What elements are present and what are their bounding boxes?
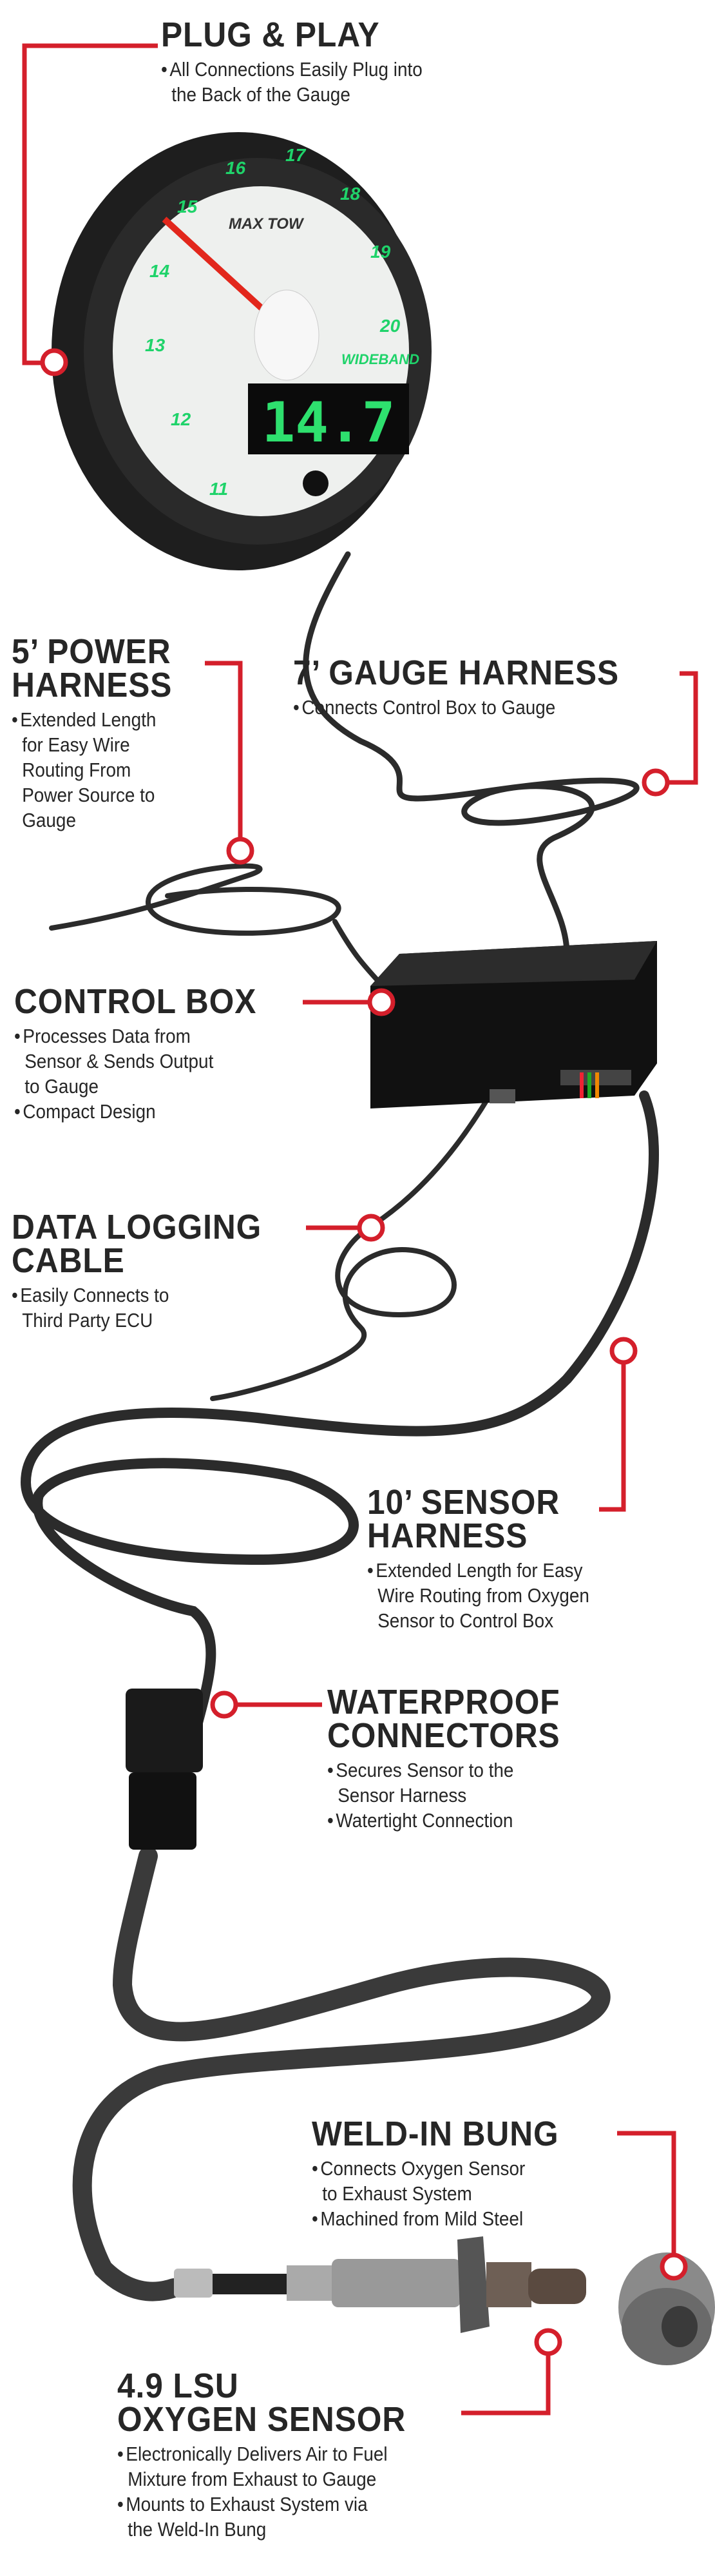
- callout-title: CONTROL BOX: [14, 982, 257, 1021]
- scale-17: 17: [285, 145, 307, 165]
- callout-title: DATA LOGGING CABLE: [12, 1208, 262, 1280]
- callout-marker-gauge-harness: [642, 768, 670, 797]
- scale-12: 12: [171, 409, 191, 429]
- callout-plug-play: PLUG & PLAY All Connections Easily Plug …: [161, 15, 452, 107]
- display-value: 14.7: [262, 391, 395, 455]
- callout-o2-sensor: 4.9 LSU OXYGEN SENSOR Electronically Del…: [117, 2367, 431, 2542]
- digital-display: [248, 383, 409, 454]
- scale-20: 20: [379, 316, 401, 336]
- callout-marker-power: [226, 837, 254, 865]
- callout-power-harness: 5’ POWER HARNESS Extended Length for Eas…: [12, 632, 186, 833]
- callout-bullet: Electronically Delivers Air to Fuel Mixt…: [117, 2441, 399, 2492]
- waterproof-connector-image: [126, 1689, 203, 1850]
- callout-lines: [22, 43, 698, 2416]
- callout-bullet: All Connections Easily Plug into the Bac…: [161, 57, 422, 107]
- cables: [20, 551, 659, 2301]
- callout-title: 5’ POWER HARNESS: [12, 632, 173, 704]
- callout-title: WATERPROOF CONNECTORS: [327, 1683, 560, 1755]
- scale-13: 13: [145, 335, 166, 355]
- scale-14: 14: [149, 261, 170, 281]
- callout-data-logging: DATA LOGGING CABLE Easily Connects to Th…: [12, 1210, 283, 1333]
- gauge-harness-cable: [303, 551, 640, 957]
- callout-weld-bung: WELD-IN BUNG Connects Oxygen Sensor to E…: [312, 2115, 580, 2231]
- wideband-gauge: 11 12 13 14 15 16 17 18 19 20 WIDEBAND M…: [52, 132, 432, 570]
- needle-cap: [254, 289, 319, 381]
- callout-bullet: Secures Sensor to the Sensor Harness: [327, 1758, 555, 1808]
- oxygen-sensor-image: [174, 2236, 586, 2333]
- callout-waterproof: WATERPROOF CONNECTORS Secures Sensor to …: [327, 1685, 580, 1833]
- callout-title: 7’ GAUGE HARNESS: [293, 654, 620, 692]
- callout-control-box: CONTROL BOX Processes Data from Sensor &…: [14, 982, 278, 1124]
- scale-18: 18: [340, 184, 361, 204]
- scale-15: 15: [177, 197, 198, 217]
- sensor-harness-cable: [20, 1090, 659, 1745]
- data-logging-cable: [210, 1093, 492, 1401]
- gauge-needle: [162, 217, 280, 325]
- callout-title: 10’ SENSOR HARNESS: [367, 1483, 560, 1555]
- callout-marker-control-box: [367, 988, 396, 1016]
- gauge-button: [303, 470, 329, 496]
- callout-marker-data-logging: [357, 1214, 385, 1242]
- sensor-cable: [72, 1846, 611, 2301]
- callout-bullet: Connects Oxygen Sensor to Exhaust System: [312, 2156, 553, 2206]
- callout-bullet: Watertight Connection: [327, 1808, 555, 1833]
- control-box-image: [370, 941, 657, 1109]
- callout-marker-plug: [40, 348, 68, 376]
- callout-marker-o2-sensor: [534, 2328, 562, 2356]
- callout-marker-sensor-harness: [609, 1337, 638, 1365]
- gauge-scale: 11 12 13 14 15 16 17 18 19 20 WIDEBAND M…: [145, 145, 419, 499]
- callout-sensor-harness: 10’ SENSOR HARNESS Extended Length for E…: [367, 1483, 614, 1633]
- scale-11: 11: [209, 479, 228, 499]
- callout-bullet: Compact Design: [14, 1099, 251, 1124]
- callout-bullet: Mounts to Exhaust System via the Weld-In…: [117, 2492, 399, 2542]
- callout-title: 4.9 LSU OXYGEN SENSOR: [117, 2367, 406, 2439]
- weld-bung-image: [618, 2252, 715, 2365]
- callout-title: PLUG & PLAY: [161, 15, 380, 54]
- callout-bullet: Connects Control Box to Gauge: [293, 695, 612, 720]
- callout-marker-weld-bung: [660, 2252, 688, 2281]
- callout-bullet: Extended Length for Easy Wire Routing Fr…: [12, 707, 169, 833]
- callout-title: WELD-IN BUNG: [312, 2115, 559, 2153]
- callout-bullet: Extended Length for Easy Wire Routing fr…: [367, 1558, 589, 1633]
- scale-16: 16: [225, 158, 246, 178]
- callout-gauge-harness: 7’ GAUGE HARNESS Connects Control Box to…: [293, 654, 647, 720]
- brand-logo: MAX TOW: [229, 215, 305, 233]
- callout-marker-waterproof: [210, 1690, 238, 1719]
- callout-bullet: Easily Connects to Third Party ECU: [12, 1283, 256, 1333]
- callout-bullet: Processes Data from Sensor & Sends Outpu…: [14, 1023, 251, 1099]
- dial-label: WIDEBAND: [341, 351, 419, 367]
- callout-bullet: Machined from Mild Steel: [312, 2206, 553, 2231]
- scale-19: 19: [370, 242, 391, 262]
